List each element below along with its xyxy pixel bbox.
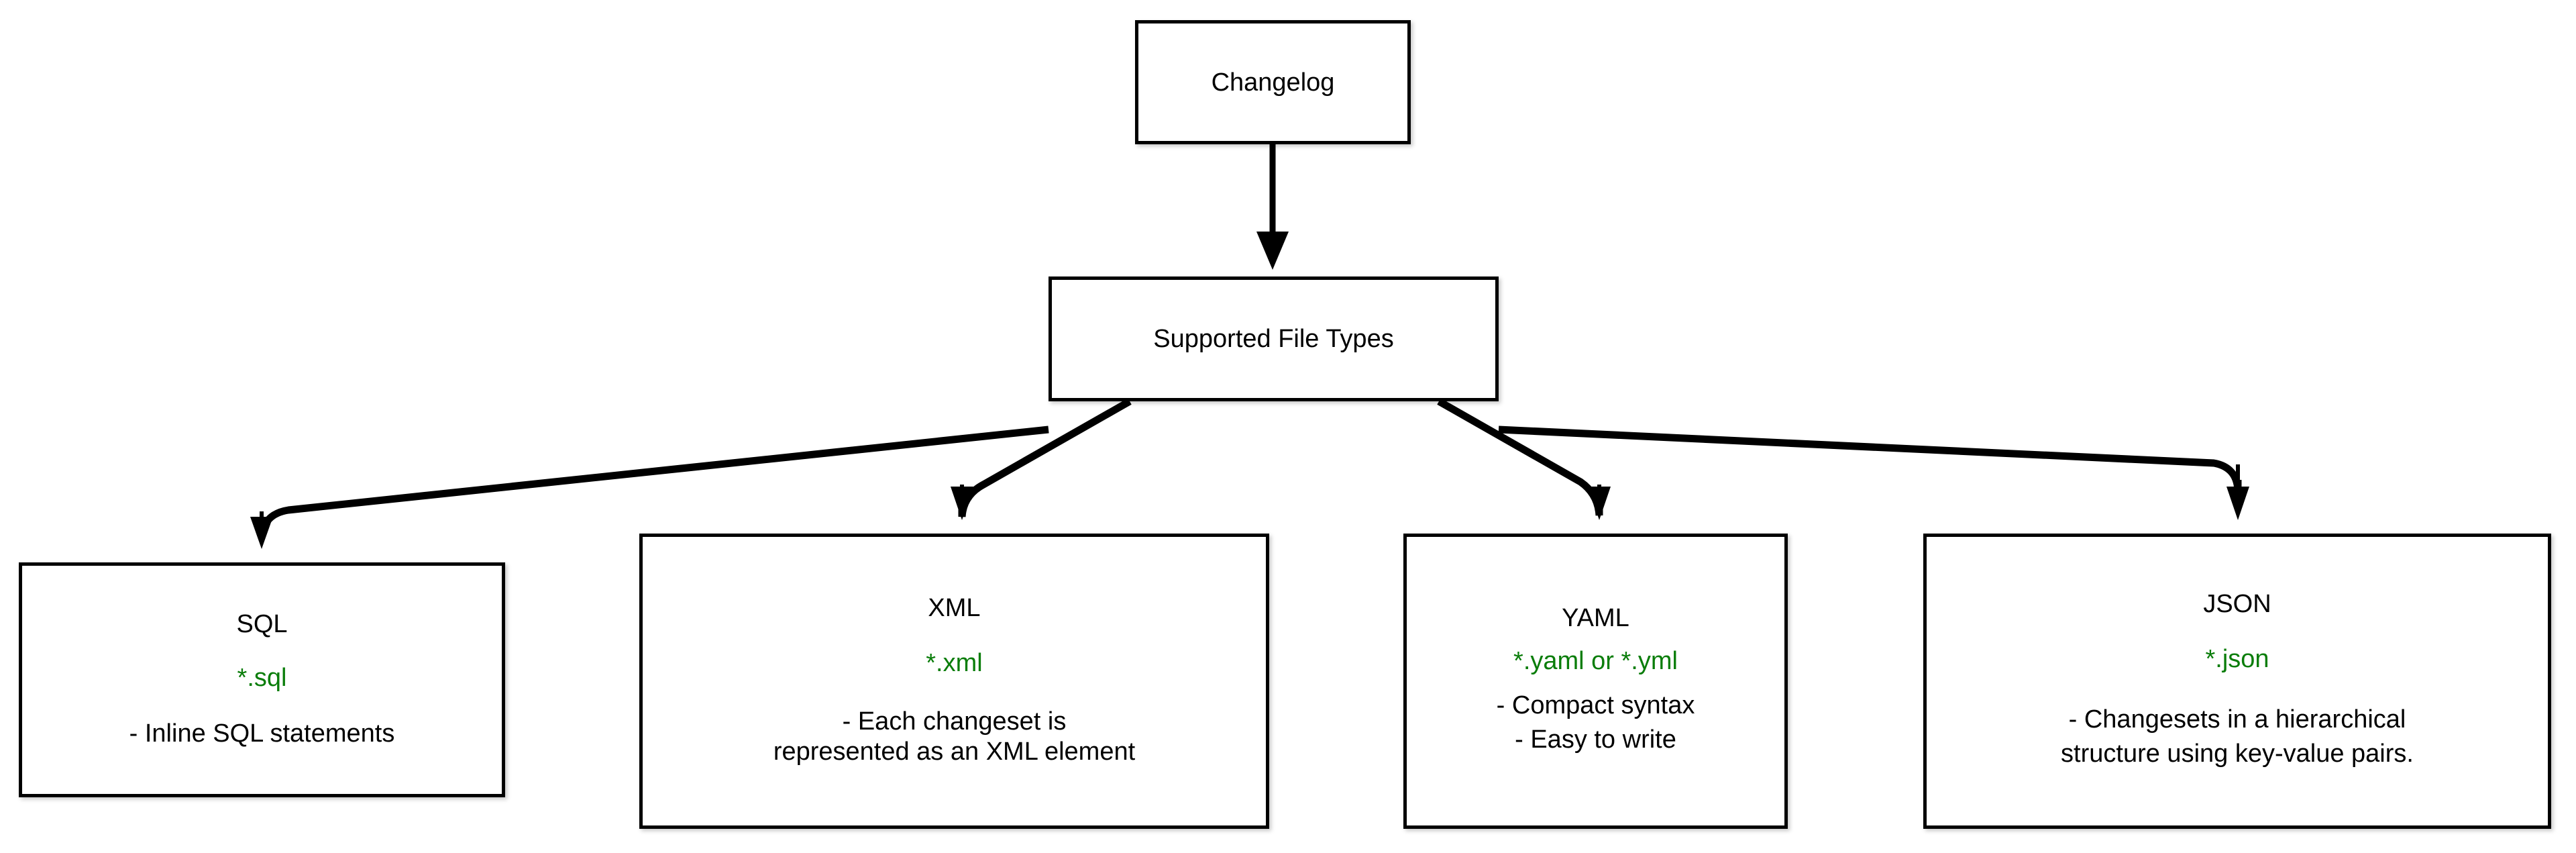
arrowhead-down-icon: [2226, 487, 2249, 520]
node-xml-extension: *.xml: [926, 649, 983, 678]
node-sql-title: SQL: [236, 609, 288, 638]
node-supported-file-types-label: Supported File Types: [1153, 325, 1394, 353]
node-yaml-title: YAML: [1562, 603, 1629, 632]
node-xml-description-line-2: represented as an XML element: [773, 738, 1136, 766]
arrowhead-down-icon: [951, 487, 973, 520]
node-sql[interactable]: SQL *.sql - Inline SQL statements: [19, 562, 505, 797]
node-json-extension: *.json: [2205, 644, 2269, 673]
edge-supported-to-json: [1498, 425, 2249, 520]
arrowhead-down-icon: [250, 517, 273, 549]
node-changelog[interactable]: Changelog: [1135, 20, 1411, 144]
node-yaml-description-line-2: - Easy to write: [1515, 725, 1676, 754]
node-sql-extension: *.sql: [237, 663, 287, 692]
node-xml-description-line-1: - Each changeset is: [842, 707, 1067, 736]
node-xml[interactable]: XML *.xml - Each changeset is represente…: [639, 534, 1269, 829]
arrowhead-down-icon: [1256, 232, 1289, 270]
edge-supported-to-yaml: [1437, 398, 1611, 520]
arrowhead-down-icon: [1588, 487, 1611, 520]
node-json[interactable]: JSON *.json - Changesets in a hierarchic…: [1923, 534, 2551, 829]
node-json-description-line-2: structure using key-value pairs.: [2061, 740, 2414, 768]
edge-changelog-to-supported: [1256, 144, 1289, 270]
node-xml-title: XML: [928, 594, 981, 623]
node-json-description-line-1: - Changesets in a hierarchical: [2068, 705, 2406, 734]
node-supported-file-types[interactable]: Supported File Types: [1049, 277, 1499, 401]
node-yaml-description-line-1: - Compact syntax: [1496, 691, 1695, 719]
node-changelog-label: Changelog: [1211, 68, 1335, 97]
node-json-title: JSON: [2203, 589, 2271, 618]
edge-supported-to-sql: [250, 425, 1049, 549]
edge-supported-to-xml: [951, 398, 1132, 520]
node-sql-description: - Inline SQL statements: [129, 719, 395, 748]
node-yaml[interactable]: YAML *.yaml or *.yml - Compact syntax - …: [1403, 534, 1788, 829]
node-yaml-extension: *.yaml or *.yml: [1513, 646, 1678, 675]
